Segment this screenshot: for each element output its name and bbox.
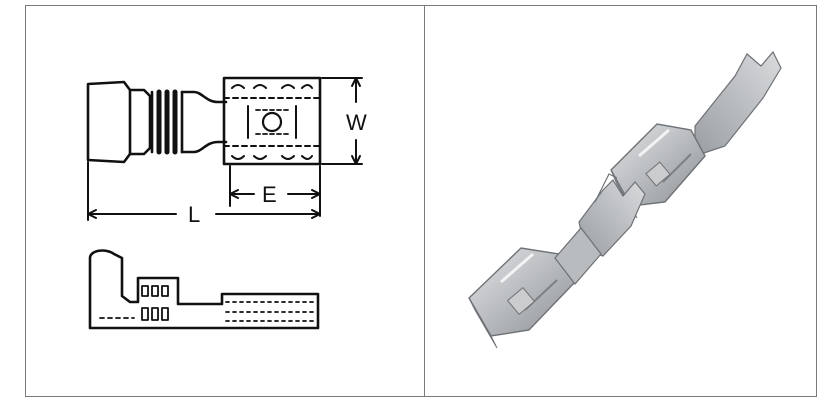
outer-frame <box>25 5 817 397</box>
dimension-l-label: L <box>188 202 200 227</box>
dimension-w-label: W <box>346 110 367 135</box>
terminal-photo-panel <box>425 6 816 396</box>
technical-drawing-panel: W E L <box>26 6 424 396</box>
terminal-technical-drawing-icon: W E L <box>86 76 367 330</box>
dimension-e-label: E <box>262 182 277 207</box>
terminal-photo-icon <box>468 50 782 349</box>
panel-divider <box>424 5 425 397</box>
